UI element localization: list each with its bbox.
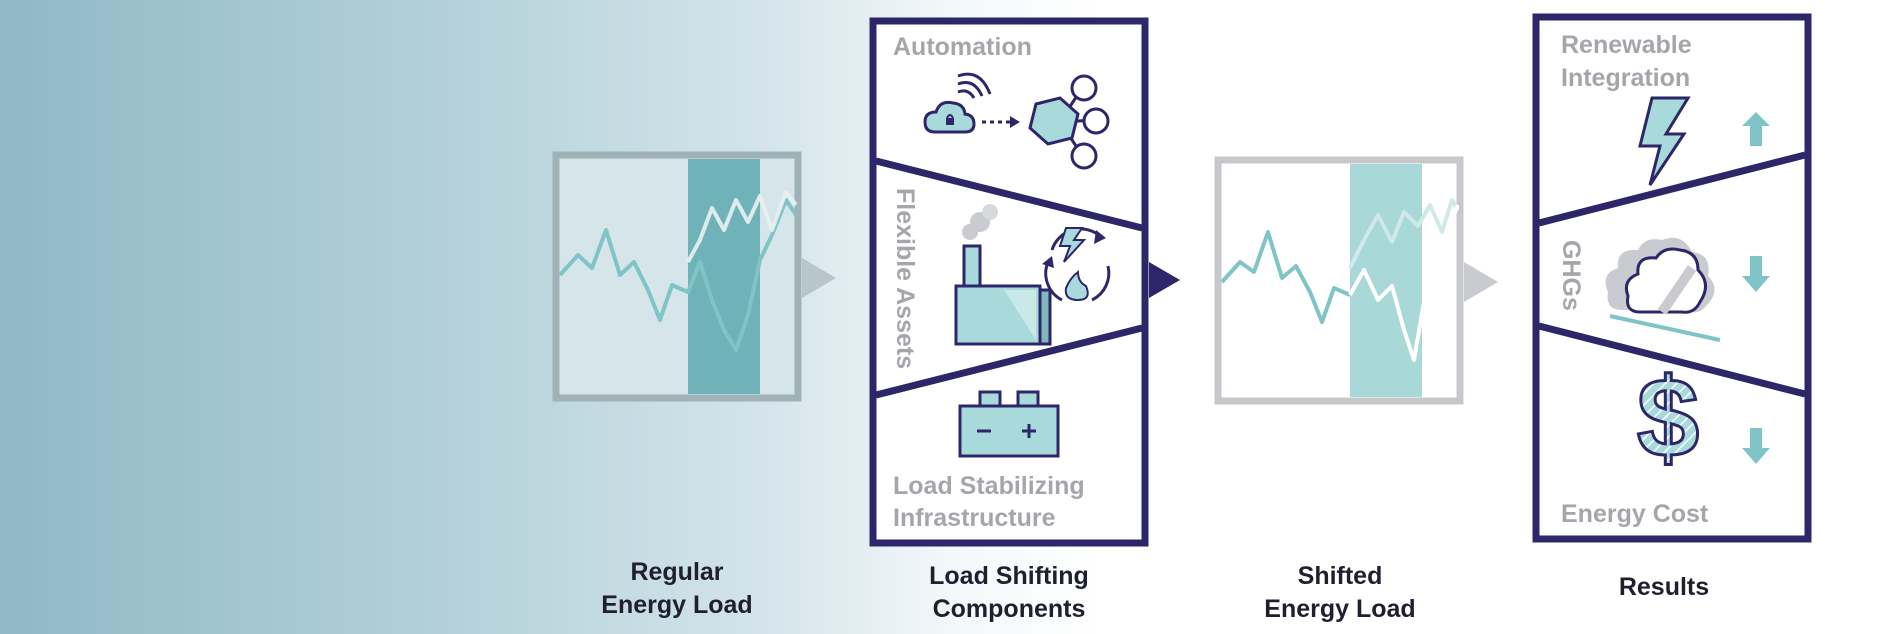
load-stabilizing-label-line2: Infrastructure [893,504,1056,532]
caption-regular-line2: Energy Load [601,591,752,619]
battery-icon [958,390,1060,458]
energy-cycle-icon [1042,227,1111,302]
peak-window-highlight [688,159,760,394]
divider-lower [875,324,1143,399]
renewable-label-line1: Renewable [1561,31,1692,59]
lightning-bolt-icon [1638,96,1691,186]
arrow-right-icon [1149,262,1180,298]
svg-text:$: $ [1637,355,1699,480]
energy-cost-label: Energy Cost [1561,500,1709,528]
arrow-right-icon [1464,262,1498,302]
renewable-label-line2: Integration [1561,64,1690,92]
caption-components-line2: Components [933,595,1086,623]
shifted-load-panel [1214,156,1498,405]
arrow-up-icon [1742,112,1770,146]
node-graph-icon [1028,74,1110,170]
divider-upper [875,157,1143,232]
captions: Regular Energy Load Load Shifting Compon… [601,558,1709,623]
results-divider-upper [1538,151,1806,227]
emissions-cloud-icon [1605,237,1721,342]
caption-regular-line1: Regular [630,558,723,586]
dollar-icon: $ [1635,354,1700,482]
cloud-wifi-icon [923,72,992,134]
load-stabilizing-label-line1: Load Stabilizing [893,472,1085,500]
shifted-load-ghost-line [1348,198,1459,269]
arrow-right-icon [1010,116,1020,128]
results-divider-lower [1538,322,1806,398]
automation-label: Automation [893,33,1032,61]
caption-components-line1: Load Shifting [929,562,1089,590]
regular-load-line [558,198,797,352]
arrow-down-icon [1742,428,1770,464]
regular-load-ghost-line [686,190,797,263]
ghgs-label: GHGs [1557,240,1585,311]
shifted-load-line [1220,230,1351,324]
caption-results: Results [1619,573,1709,601]
arrow-down-icon [1742,256,1770,292]
caption-shifted-line2: Energy Load [1264,595,1415,623]
caption-shifted-line1: Shifted [1298,562,1383,590]
factory-icon [954,204,1052,346]
arrow-right-icon [802,258,836,298]
shifted-load-shifted-line [1348,204,1459,362]
shifted-load-frame [1214,156,1464,405]
flexible-assets-label: Flexible Assets [891,188,919,369]
results-panel: Renewable Integration GHGs $ Energy Cost [1532,13,1812,543]
shifted-window-highlight [1350,164,1422,397]
load-shifting-panel: Automation Flexible Assets [869,17,1180,547]
regular-load-panel [552,151,836,402]
regular-load-frame [552,151,802,402]
